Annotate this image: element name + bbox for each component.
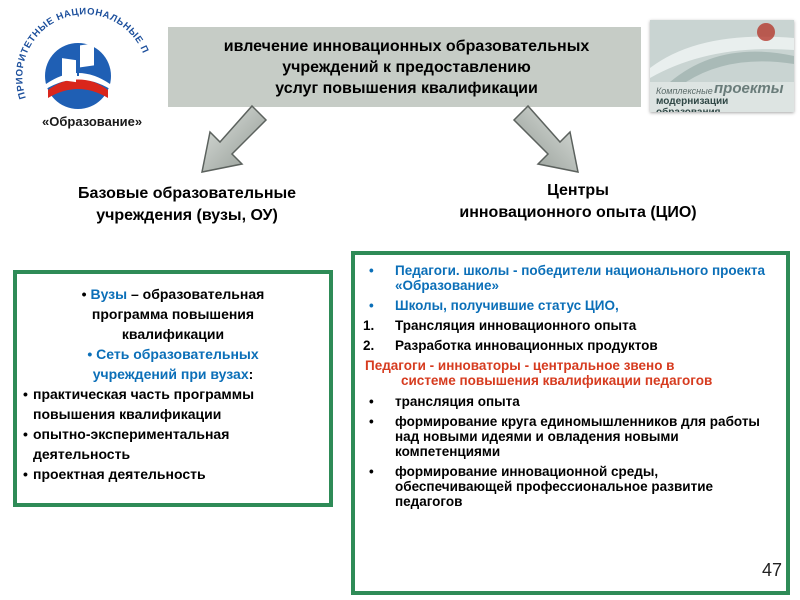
- text-line: квалификации: [121, 326, 225, 342]
- text-line: деятельность: [33, 446, 131, 462]
- modernization-projects-logo: Комплексные проекты модернизации образов…: [650, 20, 794, 112]
- term-vuzy: Вузы: [90, 286, 128, 302]
- list-item: • формирование инновационной среды, обес…: [363, 464, 778, 509]
- text-fragment: Педагоги. школы - победители национально…: [395, 263, 766, 293]
- bullet: •: [87, 346, 93, 362]
- bullet: •: [369, 298, 374, 313]
- text-fragment: учреждений при вузах: [92, 366, 249, 382]
- title-line-3: услуг повышения квалификации: [275, 79, 538, 97]
- bullet: •: [369, 263, 374, 278]
- text-line: повышения квалификации: [33, 406, 222, 422]
- text-line: Педагоги - инноваторы - центральное звен…: [365, 358, 675, 373]
- text-fragment: опытно-экспериментальная: [33, 426, 230, 442]
- title-banner: ивлечение инновационных образовательных …: [168, 27, 641, 107]
- heading-right-line-2: инновационного опыта (ЦИО): [459, 204, 697, 221]
- text-fragment: формирование инновационной среды, обеспе…: [395, 464, 714, 509]
- national-projects-logo: ПРИОРИТЕТНЫЕ НАЦИОНАЛЬНЫЕ ПРОЕКТЫ «Образ…: [0, 0, 172, 136]
- heading-base-institutions: Базовые образовательные учреждения (вузы…: [26, 183, 348, 227]
- logo-right-big-text: проекты: [714, 80, 784, 97]
- list-item: • Вузы – образовательная: [23, 284, 323, 304]
- list-item: • проектная деятельность: [23, 464, 323, 484]
- list-item: • формирование круга единомышленников дл…: [363, 414, 778, 459]
- text-fragment: формирование круга единомышленников для …: [395, 414, 760, 459]
- list-item: • трансляция опыта: [363, 394, 778, 409]
- heading-left-line-1: Базовые образовательные: [77, 185, 297, 202]
- page-title: ивлечение инновационных образовательных …: [220, 36, 590, 99]
- text-fragment: Трансляция инновационного опыта: [395, 318, 637, 333]
- text-fragment: :: [248, 366, 254, 382]
- innovation-centers-box: • Педагоги. школы - победители националь…: [351, 251, 790, 595]
- text-line: системе повышения квалификации педагогов: [401, 373, 713, 388]
- bullet: •: [23, 426, 28, 442]
- text-line: учреждений при вузах:: [23, 364, 323, 384]
- logo-caption: «Образование»: [42, 114, 143, 129]
- base-institutions-box: • Вузы – образовательная программа повыш…: [13, 270, 333, 507]
- number-marker: 1.: [363, 318, 375, 333]
- list-item: 1. Трансляция инновационного опыта: [363, 318, 778, 333]
- bullet: •: [81, 286, 87, 302]
- title-line-2: учреждений к предоставлению: [282, 58, 531, 76]
- list-item: • практическая часть программы: [23, 384, 323, 404]
- text-fragment: Школы, получившие статус ЦИО,: [395, 298, 619, 313]
- list-item: • опытно-экспериментальная: [23, 424, 323, 444]
- list-item: • Сеть образовательных: [23, 344, 323, 364]
- list-item: • Педагоги. школы - победители националь…: [363, 263, 778, 293]
- text-fragment: Разработка инновационных продуктов: [395, 338, 658, 353]
- bullet: •: [23, 386, 28, 402]
- list-item: 2. Разработка инновационных продуктов: [363, 338, 778, 353]
- text-fragment: – образовательная: [127, 286, 265, 302]
- logo-right-small-text: Комплексные: [656, 86, 713, 96]
- text-fragment: проектная деятельность: [33, 466, 206, 482]
- logo-right-subtext: модернизации образования: [656, 96, 729, 112]
- bullet: •: [369, 414, 374, 429]
- heading-right-line-1: Центры: [547, 182, 609, 199]
- text-fragment: Сеть образовательных: [96, 346, 259, 362]
- text-line: программа повышения: [91, 306, 255, 322]
- heading-innovation-centers: Центры инновационного опыта (ЦИО): [398, 180, 758, 224]
- number-marker: 2.: [363, 338, 375, 353]
- arrow-down-right-icon: [512, 104, 579, 173]
- list-item: • Школы, получившие статус ЦИО,: [363, 298, 778, 313]
- highlight-heading: Педагоги - инноваторы - центральное звен…: [363, 358, 778, 388]
- text-fragment: практическая часть программы: [33, 386, 255, 402]
- heading-left-line-2: учреждения (вузы, ОУ): [96, 207, 278, 224]
- text-fragment: трансляция опыта: [395, 394, 520, 409]
- arrow-down-left-icon: [201, 104, 268, 173]
- title-line-1: ивлечение инновационных образовательных: [223, 37, 590, 55]
- page-number: 47: [762, 560, 783, 580]
- book-globe-icon: ПРИОРИТЕТНЫЕ НАЦИОНАЛЬНЫЕ ПРОЕКТЫ: [0, 0, 150, 109]
- bullet: •: [369, 394, 374, 409]
- bullet: •: [23, 466, 28, 482]
- bullet: •: [369, 464, 374, 479]
- swoosh-graphic-icon: [650, 20, 794, 82]
